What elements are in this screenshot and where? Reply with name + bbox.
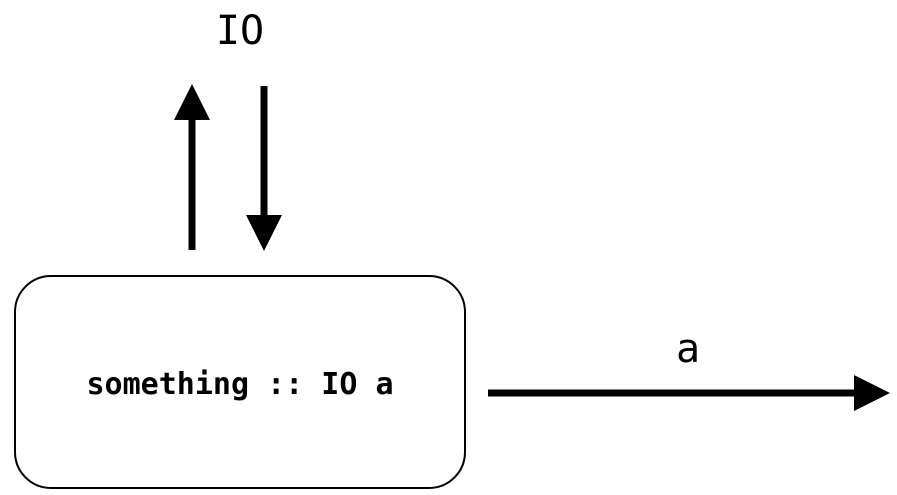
action-box xyxy=(14,275,466,489)
output-arrow xyxy=(488,375,890,411)
output-label: a xyxy=(676,326,700,372)
io-label: IO xyxy=(216,8,264,54)
up-arrow xyxy=(174,84,210,250)
down-arrow xyxy=(246,86,282,251)
action-box-label: something :: IO a xyxy=(86,367,393,402)
